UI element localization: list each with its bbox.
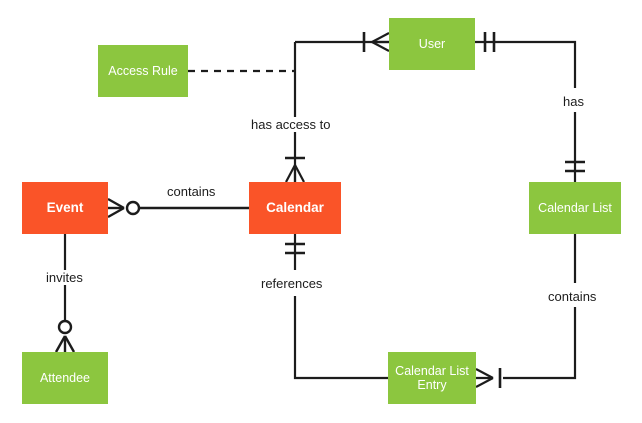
entity-user[interactable]: User <box>389 18 475 70</box>
cardinality-one-and-only-one-user-right <box>483 32 496 52</box>
edge-label-has-access-to: has access to <box>248 117 334 132</box>
entity-label-calendar-list-entry: Calendar List Entry <box>395 364 469 392</box>
connector-contains-list-entry <box>475 234 577 388</box>
cardinality-one-or-many-listentry-right <box>475 368 502 388</box>
edge-label-contains-list-entry: contains <box>545 289 600 304</box>
cardinality-zero-or-many-event <box>107 197 141 219</box>
cardinality-one-or-many-user-left <box>362 32 390 52</box>
entity-access-rule[interactable]: Access Rule <box>98 45 188 97</box>
entity-label-user: User <box>418 37 446 51</box>
edge-label-contains-event-calendar: contains <box>164 184 219 199</box>
edge-label-text-contains-event-calendar: contains <box>167 184 216 199</box>
entity-calendar-list-entry[interactable]: Calendar List Entry <box>388 352 476 404</box>
cardinality-zero-or-many-attendee <box>54 319 76 353</box>
edge-label-text-contains-list-entry: contains <box>548 289 597 304</box>
edge-label-text-has-access-to: has access to <box>251 117 331 132</box>
connector-contains-event-calendar <box>107 197 249 219</box>
entity-calendar-list[interactable]: Calendar List <box>529 182 621 234</box>
edge-label-has: has <box>560 94 587 109</box>
entity-label-access-rule: Access Rule <box>108 64 178 78</box>
edge-label-text-has: has <box>563 94 584 109</box>
edge-label-invites: invites <box>43 270 86 285</box>
entity-label-event: Event <box>46 200 84 215</box>
entity-label-attendee: Attendee <box>39 371 91 385</box>
edge-label-references: references <box>258 276 326 291</box>
cardinality-one-or-many-calendar-top <box>285 156 305 183</box>
edge-label-text-invites: invites <box>46 270 83 285</box>
connector-has-access-to <box>285 32 390 183</box>
edge-label-text-references: references <box>261 276 323 291</box>
cardinality-one-and-only-one-calendar-bottom <box>285 242 305 255</box>
connector-references <box>285 234 388 380</box>
connector-has-user-calendarlist <box>475 32 585 182</box>
entity-calendar[interactable]: Calendar <box>249 182 341 234</box>
entity-label-calendar-list: Calendar List <box>538 201 612 215</box>
cardinality-one-and-only-one-calendarlist-top <box>565 160 585 173</box>
connector-invites <box>54 234 76 353</box>
entity-label-calendar: Calendar <box>266 200 324 215</box>
entity-attendee[interactable]: Attendee <box>22 352 108 404</box>
entity-event[interactable]: Event <box>22 182 108 234</box>
